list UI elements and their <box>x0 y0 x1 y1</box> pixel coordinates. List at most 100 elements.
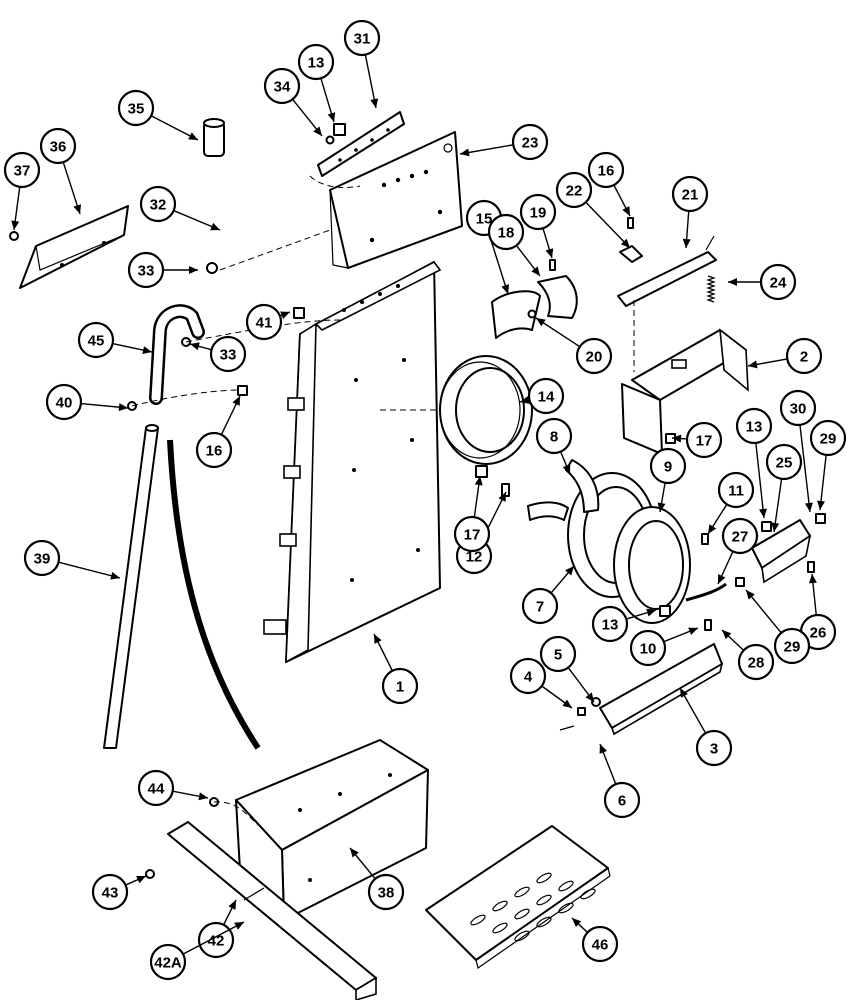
callout-29: 29 <box>745 589 811 665</box>
callout-circle <box>381 667 419 705</box>
callout-arrowhead <box>228 900 236 910</box>
callout-circle <box>195 431 233 469</box>
part-half-ring-segment <box>527 459 600 521</box>
part-grating <box>425 825 611 969</box>
callout-number: 38 <box>378 885 395 902</box>
callout-arrowhead <box>350 848 359 858</box>
callout-number: 17 <box>464 527 481 544</box>
callout-circle <box>629 629 667 667</box>
callout-arrowhead <box>646 608 656 617</box>
callout-number: 33 <box>220 347 237 364</box>
callout-number: 30 <box>790 401 807 418</box>
part-main-panel <box>263 260 442 664</box>
callout-32: 32 <box>139 185 221 231</box>
callout-arrowhead <box>136 876 146 884</box>
callout-number: 42A <box>154 955 182 972</box>
callout-arrowhead <box>474 476 483 486</box>
callout-arrowhead <box>759 508 768 518</box>
callout-16: 16 <box>195 395 241 469</box>
callout-arrowhead <box>722 630 732 640</box>
callout-circle <box>91 873 129 911</box>
part-upper-pipe <box>203 118 240 331</box>
callout-number: 27 <box>732 529 749 546</box>
callout-arrowhead <box>572 918 582 928</box>
callout-28: 28 <box>721 629 775 681</box>
callout-circle <box>453 515 491 553</box>
callout-arrowhead <box>746 590 755 600</box>
callout-33: 33 <box>189 335 247 373</box>
callout-number: 20 <box>586 349 603 366</box>
callout-arrowhead <box>501 284 510 294</box>
callout-circle <box>3 151 41 189</box>
callout-number: 9 <box>664 459 672 476</box>
callout-leader <box>585 201 631 249</box>
callout-circle <box>137 769 175 807</box>
callout-42A: 42A <box>149 921 245 981</box>
callout-43: 43 <box>91 873 147 911</box>
callout-number: 42 <box>208 933 225 950</box>
callout-16: 16 <box>587 151 631 217</box>
callout-leader <box>182 921 245 955</box>
callout-circle <box>23 539 61 577</box>
callout-number: 25 <box>776 455 793 472</box>
callout-number: 10 <box>640 641 657 658</box>
callout-number: 33 <box>138 263 155 280</box>
hardware-fasteners <box>9 123 826 879</box>
callout-circle <box>209 335 247 373</box>
callout-5: 5 <box>539 635 595 703</box>
part-small-clip <box>619 245 643 263</box>
callout-number: 39 <box>34 551 51 568</box>
callout-arrowhead <box>804 502 813 512</box>
callout-circle <box>765 443 803 481</box>
callout-18: 18 <box>487 213 541 277</box>
callout-number: 19 <box>530 205 547 222</box>
callout-number: 16 <box>598 163 615 180</box>
callout-46: 46 <box>571 917 619 963</box>
callout-number: 12 <box>466 549 483 566</box>
callout-arrowhead <box>748 360 758 369</box>
callout-arrowhead <box>189 266 198 274</box>
callout-leader <box>364 54 377 109</box>
callout-arrowhead <box>808 574 817 584</box>
callout-number: 22 <box>566 183 583 200</box>
callout-number: 14 <box>538 389 555 406</box>
callout-arrowhead <box>232 396 240 406</box>
callout-arrowhead <box>585 692 594 702</box>
callout-number: 16 <box>206 443 223 460</box>
callout-number: 24 <box>770 275 787 292</box>
callout-number: 37 <box>14 163 31 180</box>
callout-arrowhead <box>562 699 572 708</box>
callout-38: 38 <box>349 847 405 911</box>
callout-33: 33 <box>127 251 198 289</box>
callout-circle <box>511 123 549 161</box>
callout-arrowhead <box>188 132 198 140</box>
callout-circle <box>555 171 593 209</box>
part-lever <box>685 582 727 602</box>
callout-45: 45 <box>77 321 153 359</box>
part-hook-pipe <box>149 304 205 405</box>
callout-arrowhead <box>73 204 82 214</box>
part-flange-ring-inner <box>613 506 691 624</box>
callout-17: 17 <box>453 475 491 553</box>
callout-7: 7 <box>521 565 575 625</box>
callout-circle <box>77 321 115 359</box>
callout-44: 44 <box>137 769 209 807</box>
callout-arrowhead <box>460 148 470 157</box>
callout-arrowhead <box>672 434 682 443</box>
callout-leader <box>488 234 509 295</box>
callout-number: 17 <box>696 433 713 450</box>
part-lower-arm <box>599 643 724 736</box>
callout-39: 39 <box>23 539 121 580</box>
callout-arrowhead <box>370 98 379 108</box>
callout-arrowhead <box>620 238 630 248</box>
callout-circle <box>39 127 77 165</box>
callout-number: 41 <box>256 315 273 332</box>
callout-number: 11 <box>728 483 744 500</box>
callout-circle <box>487 213 525 251</box>
part-box-housing <box>235 739 429 921</box>
callout-8: 8 <box>535 417 573 475</box>
callout-34: 34 <box>263 67 323 137</box>
callout-41: 41 <box>245 303 291 341</box>
part-upper-plate <box>329 131 463 269</box>
callout-number: 28 <box>748 655 765 672</box>
